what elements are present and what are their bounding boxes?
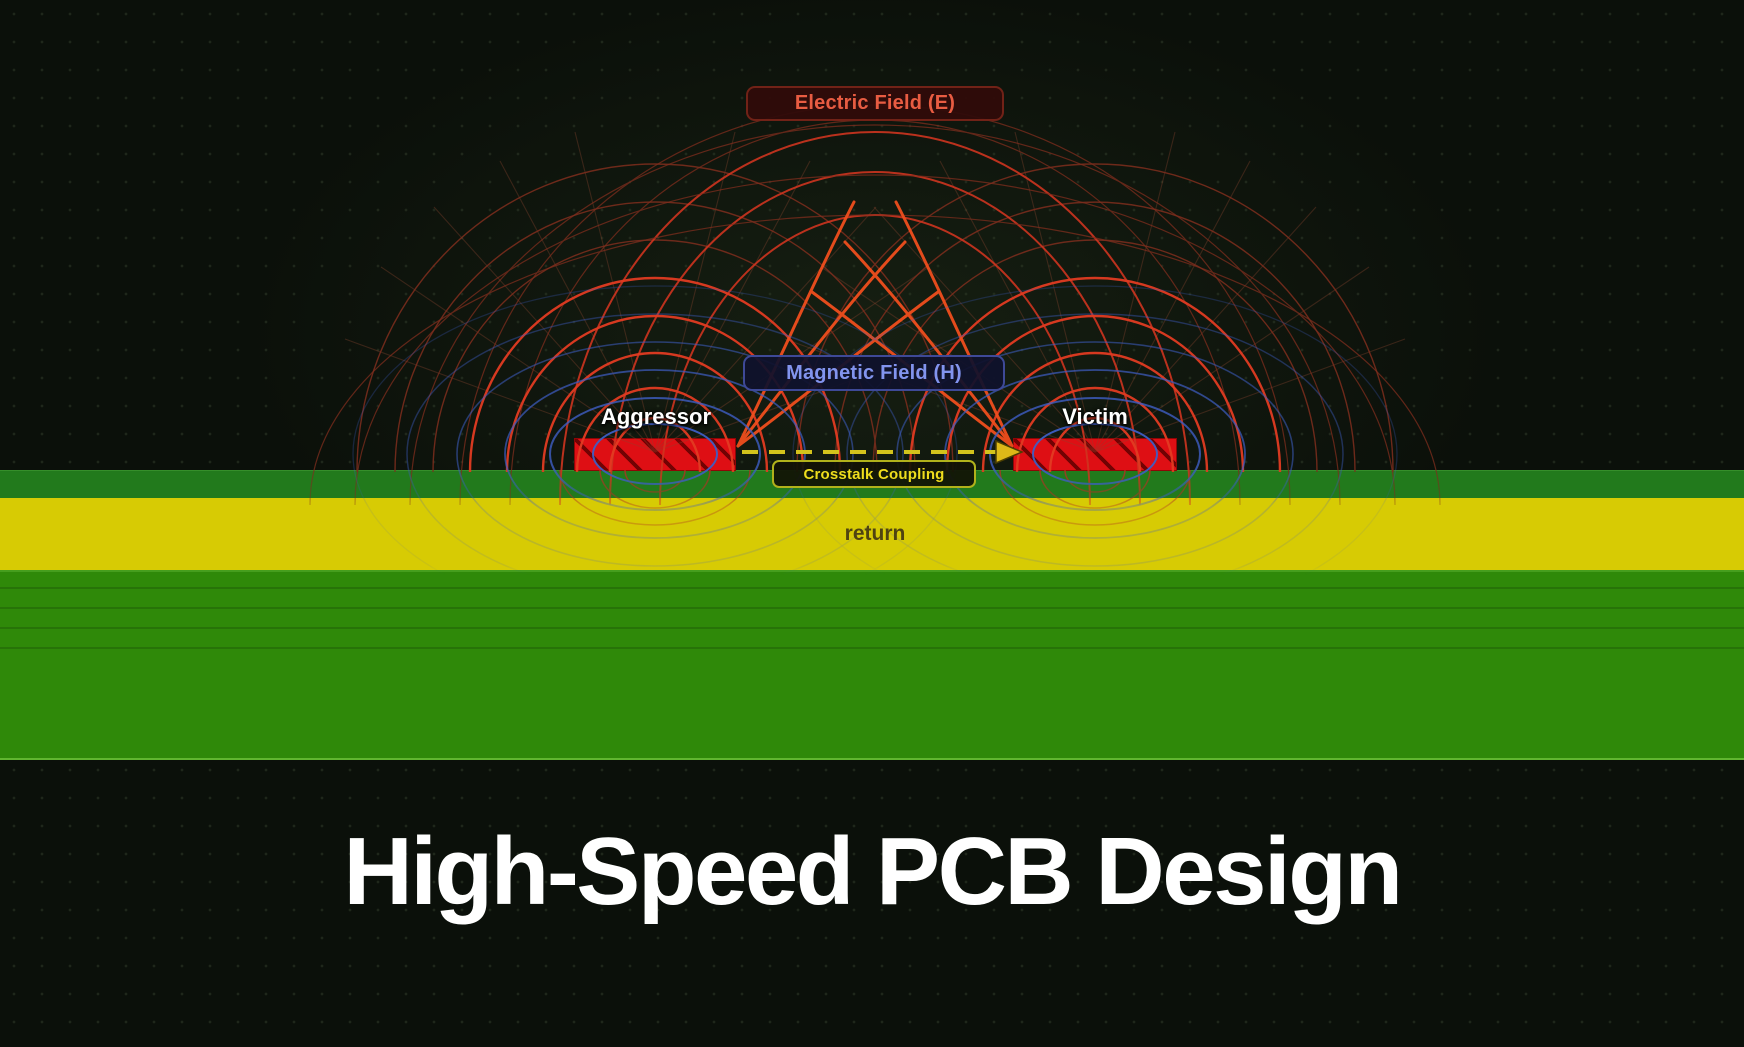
coupling-bundles <box>736 200 1014 448</box>
victim-trace <box>1013 438 1177 471</box>
crosstalk-arrow-head <box>995 439 1024 465</box>
h-field-ellipses-aggressor <box>352 285 958 623</box>
crosstalk-coupling-label: Crosstalk Coupling <box>772 460 976 488</box>
electric-field-label: Electric Field (E) <box>746 86 1004 121</box>
electric-field-label-text: Electric Field (E) <box>794 92 956 114</box>
aggressor-trace <box>574 438 736 471</box>
h-field-ellipses-victim <box>792 285 1398 623</box>
return-plane-label: return <box>844 522 906 545</box>
magnetic-field-label-text: Magnetic Field (H) <box>786 361 962 384</box>
main-title: High-Speed PCB Design <box>343 818 1403 925</box>
crosstalk-coupling-label-text: Crosstalk Coupling <box>803 465 945 483</box>
aggressor-label: Aggressor <box>600 404 712 429</box>
e-field-arcs-victim <box>908 276 1282 473</box>
magnetic-field-label: Magnetic Field (H) <box>743 355 1005 391</box>
return-plane-layer <box>0 498 1744 570</box>
substrate-layer <box>0 570 1744 760</box>
victim-label: Victim <box>1062 404 1128 429</box>
return-loops <box>559 469 1191 526</box>
crosstalk-arrow <box>742 439 1024 465</box>
